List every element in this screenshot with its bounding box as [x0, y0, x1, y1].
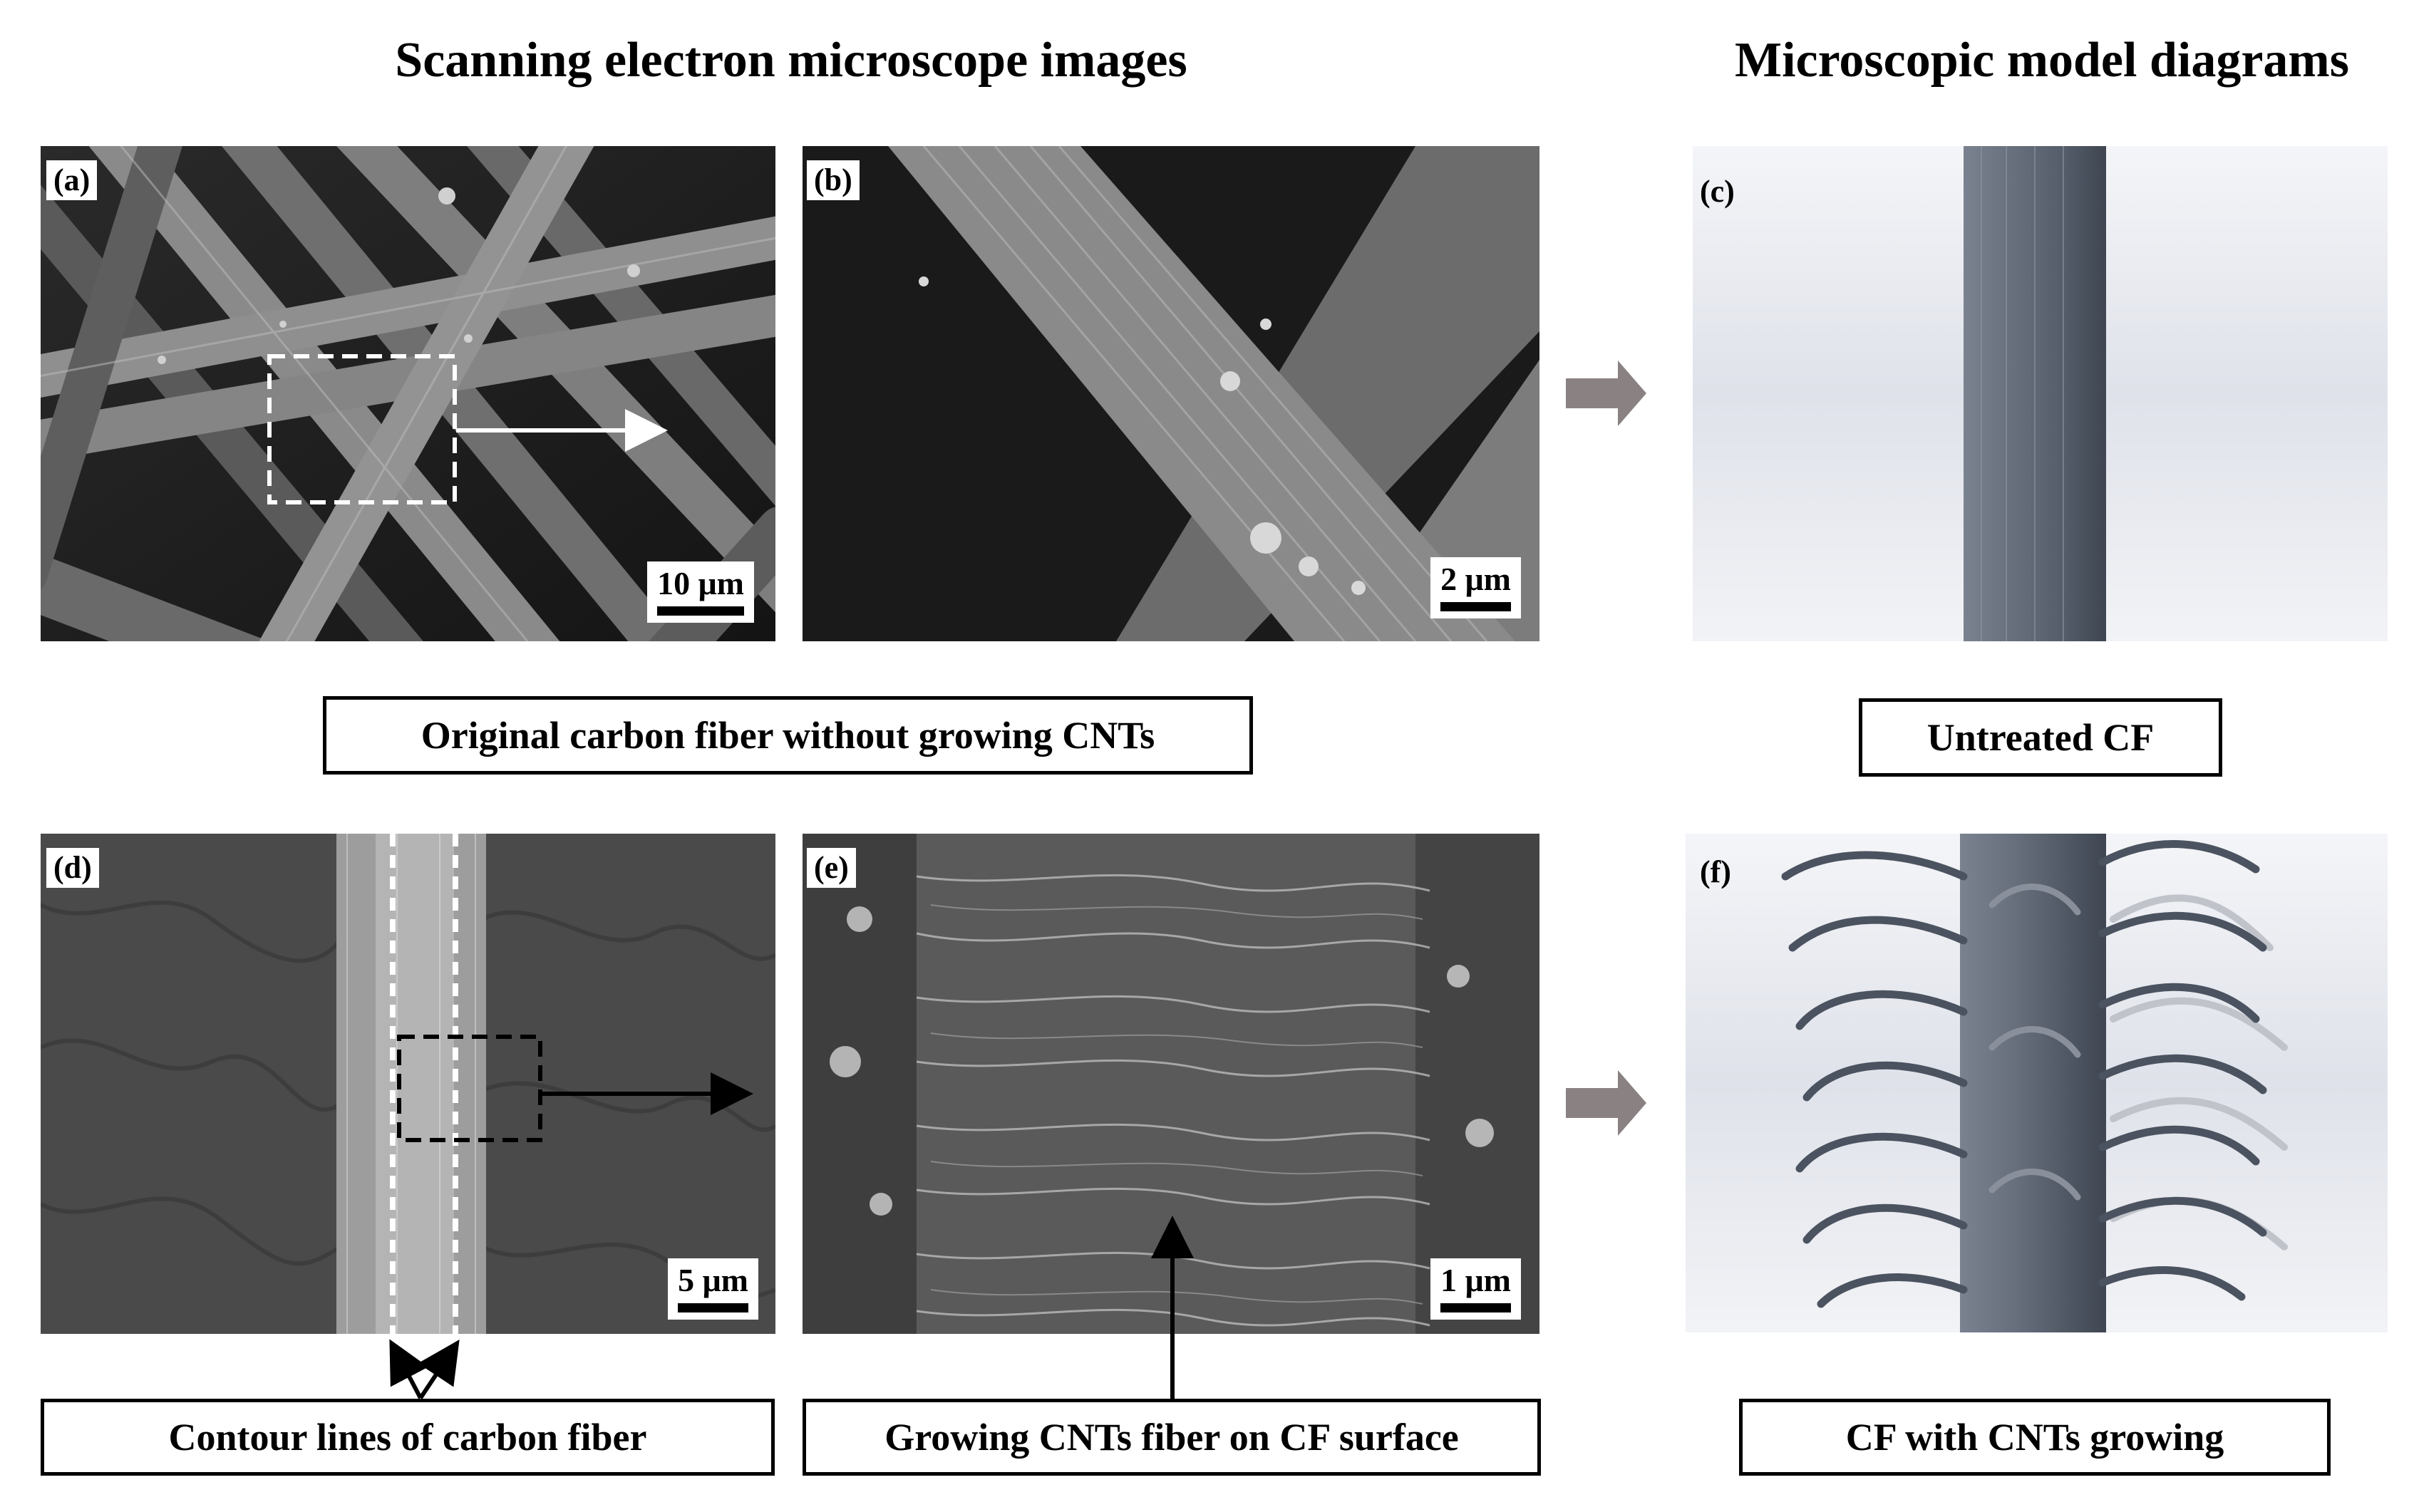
panel-b-scale-line: [1440, 602, 1511, 611]
panel-e-scale-text: 1 μm: [1440, 1262, 1511, 1299]
panel-f-label: (f): [1700, 854, 1731, 889]
zoom-box-a: [267, 354, 457, 504]
caption-original-cf: Original carbon fiber without growing CN…: [323, 696, 1253, 775]
panel-b-label: (b): [807, 160, 860, 201]
panel-d-scale-text: 5 μm: [678, 1262, 748, 1299]
cf-model-with-cnts: [1686, 834, 2388, 1332]
contour-pointer-right: [418, 1340, 460, 1399]
contour-pointer-left: [389, 1339, 428, 1399]
sem-fiber-d: [41, 834, 775, 1334]
panel-d-label: (d): [46, 848, 99, 889]
sem-fibers-a: [41, 146, 775, 641]
panel-d-scale-line: [678, 1303, 748, 1312]
sem-cnts-e: [803, 834, 1539, 1334]
panel-a-label: (a): [46, 160, 98, 201]
panel-b-scale-text: 2 μm: [1440, 561, 1511, 598]
panel-e-scale-line: [1440, 1303, 1511, 1312]
sem-heading: Scanning electron microscope images: [395, 33, 1187, 88]
flow-arrow-top: [1566, 361, 1646, 426]
panel-a-scale-text: 10 μm: [657, 565, 744, 602]
panel-e-sem-image: [803, 834, 1539, 1334]
panel-d-scale-bar: 5 μm: [668, 1258, 758, 1320]
panel-a-scale-bar: 10 μm: [647, 561, 754, 623]
model-heading: Microscopic model diagrams: [1735, 33, 2349, 88]
caption-cf-with-cnts: CF with CNTs growing: [1739, 1399, 2331, 1476]
cf-model-untreated: [1693, 146, 2388, 641]
caption-growing-cnts: Growing CNTs fiber on CF surface: [803, 1399, 1541, 1476]
caption-contour-lines: Contour lines of carbon fiber: [41, 1399, 775, 1476]
panel-b-scale-bar: 2 μm: [1430, 557, 1521, 618]
panel-c-model-image: [1693, 146, 2388, 641]
panel-a-sem-image: [41, 146, 775, 641]
sem-fibers-b: [803, 146, 1539, 641]
panel-b-sem-image: [803, 146, 1539, 641]
caption-untreated-cf: Untreated CF: [1859, 698, 2222, 777]
panel-d-sem-image: [41, 834, 775, 1334]
panel-f-model-image: [1686, 834, 2388, 1332]
panel-e-scale-bar: 1 μm: [1430, 1258, 1521, 1320]
panel-e-label: (e): [807, 848, 856, 889]
panel-a-scale-line: [657, 606, 744, 616]
panel-c-label: (c): [1700, 174, 1735, 209]
flow-arrow-bottom: [1566, 1070, 1646, 1136]
